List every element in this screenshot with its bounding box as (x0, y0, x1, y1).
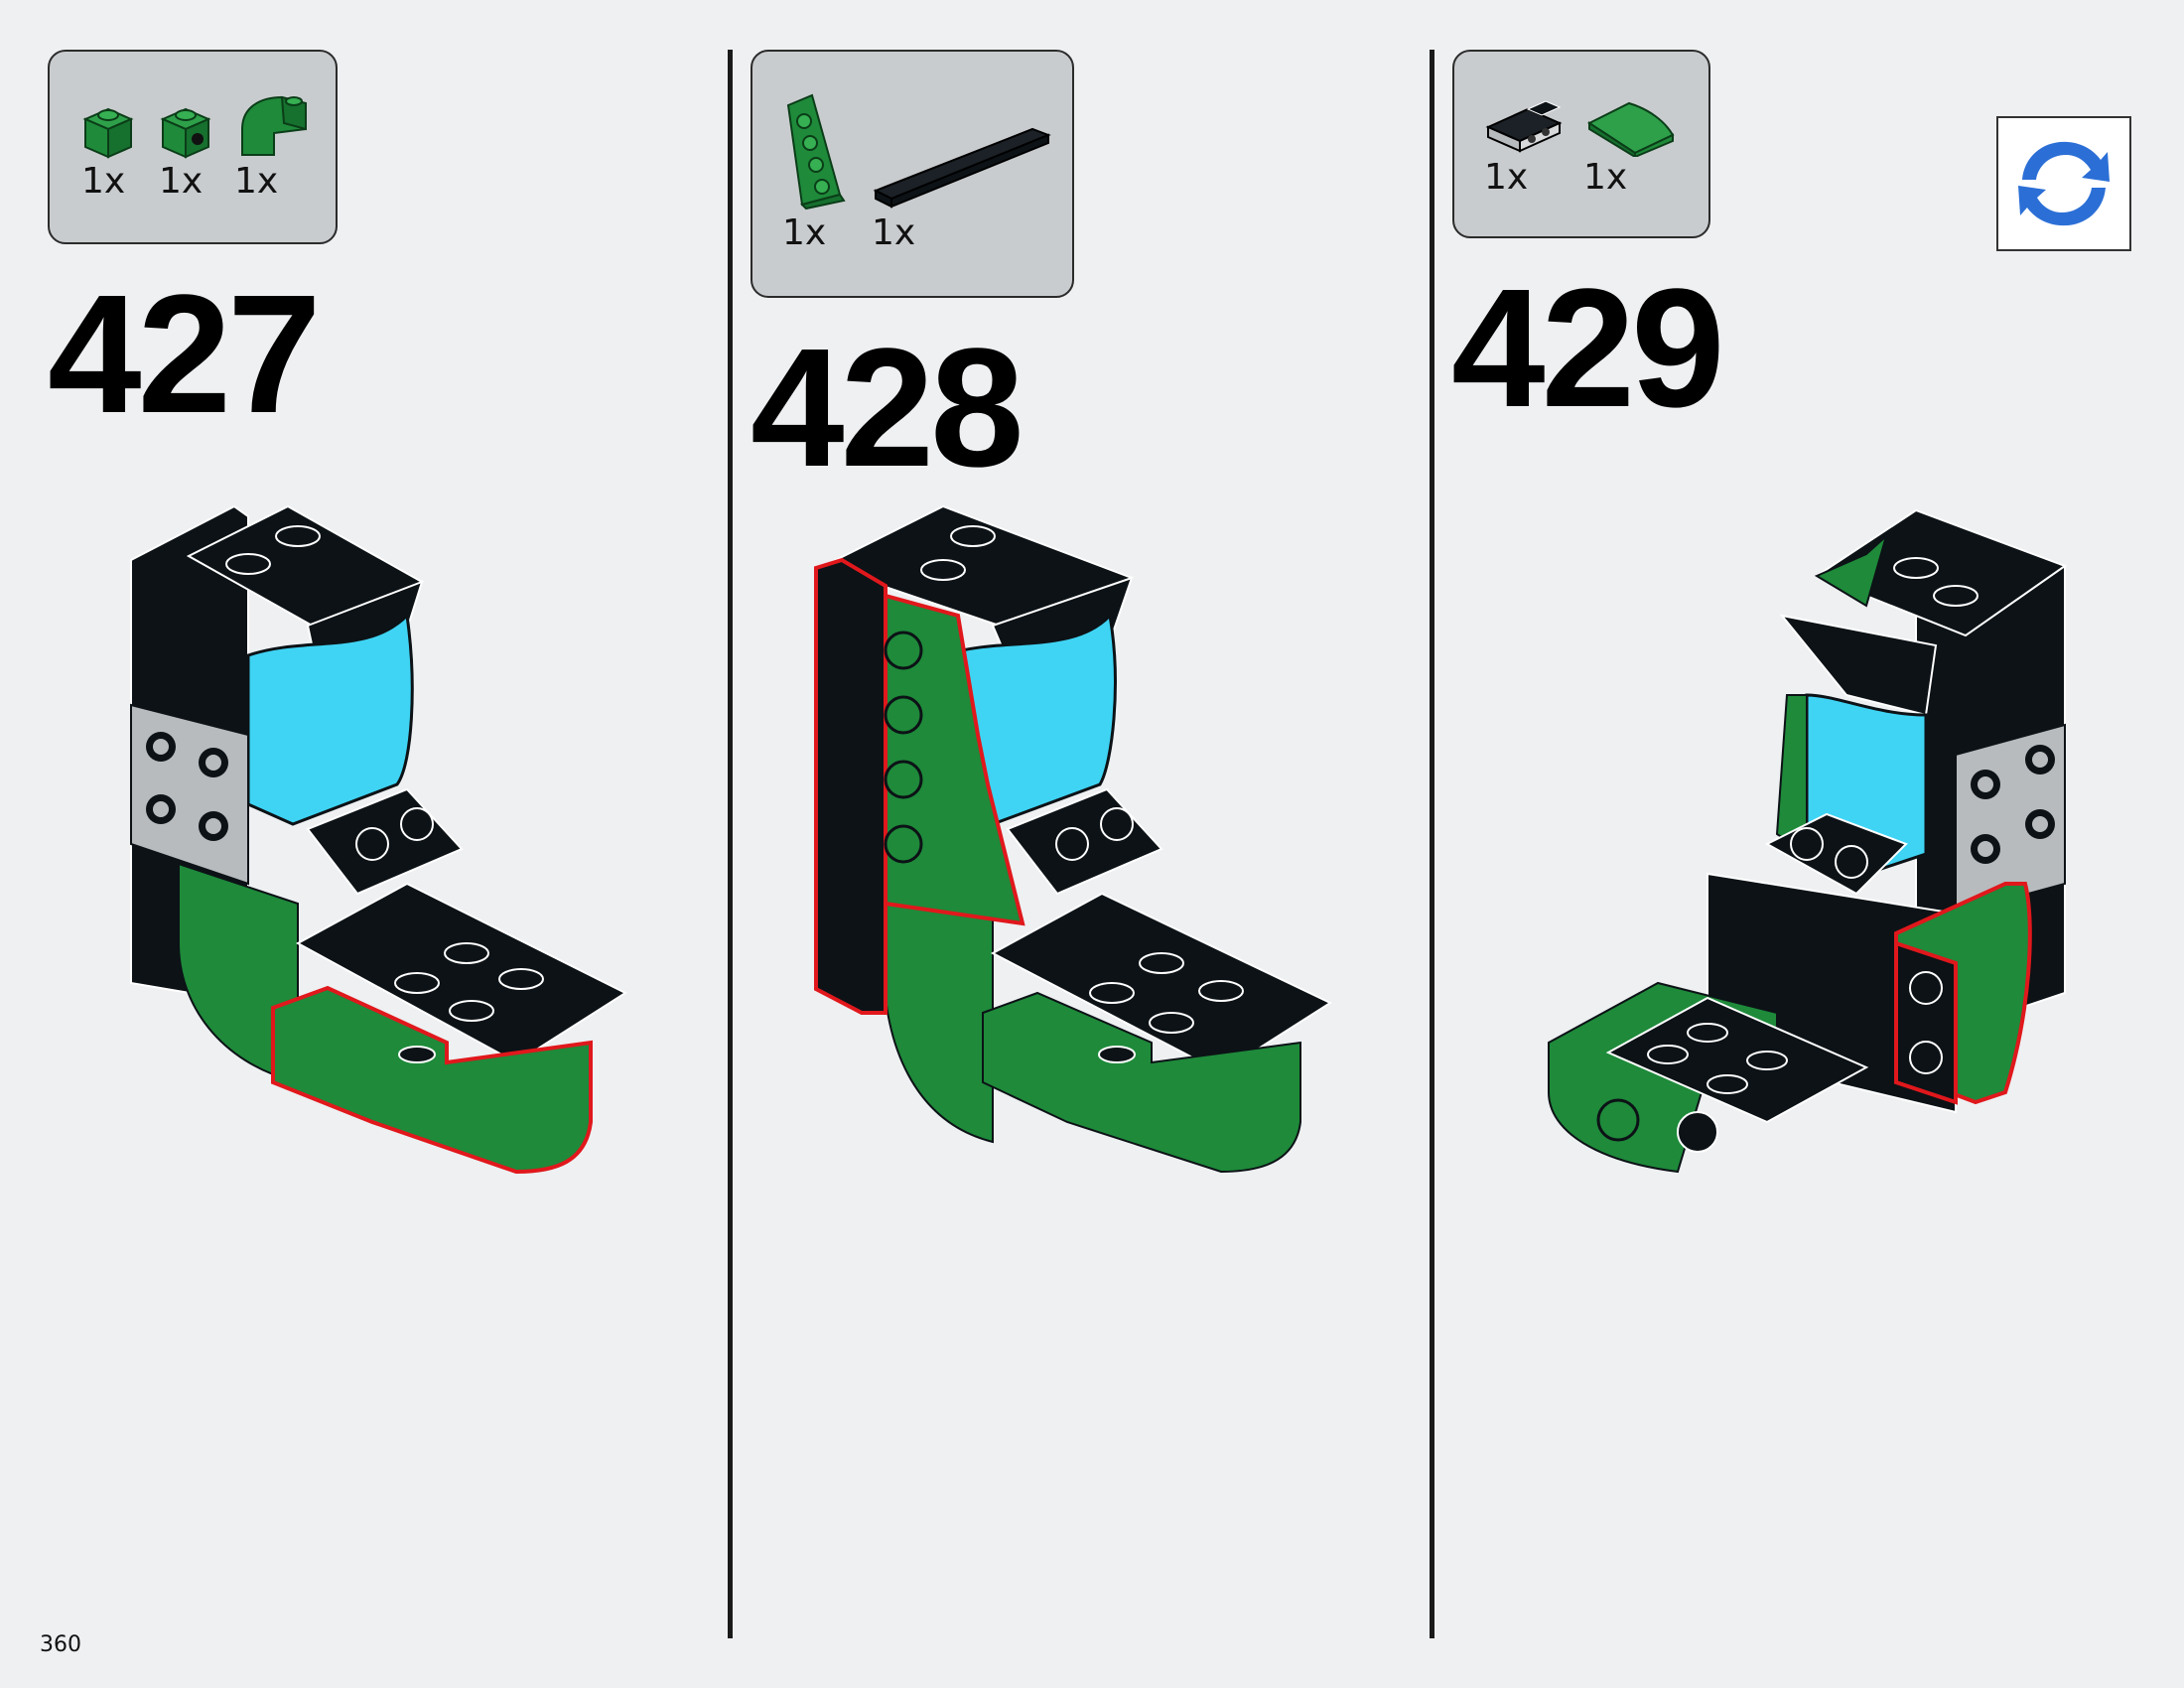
part-quantity: 1x (234, 161, 279, 202)
green-1x1-brick-with-side-stud-icon (160, 107, 211, 159)
parts-list-box: 1x 1x (751, 50, 1074, 298)
step-number: 428 (751, 314, 1024, 502)
part-quantity: 1x (782, 212, 827, 253)
column-divider-left (728, 50, 733, 1638)
black-long-tile-icon (873, 127, 1051, 209)
green-curved-slope-icon (241, 95, 307, 156)
step-number: 427 (48, 260, 322, 449)
step-number: 429 (1451, 254, 1725, 443)
part-quantity: 1x (159, 161, 204, 202)
column-divider-right (1430, 50, 1434, 1638)
model-assembly-illustration (814, 504, 1333, 1174)
part-quantity: 1x (872, 212, 916, 253)
green-curved-slope-icon (1586, 101, 1675, 157)
page-number: 360 (40, 1632, 81, 1657)
parts-list-box: 1x 1x (1452, 50, 1710, 238)
green-wedge-plate-icon (786, 93, 846, 211)
black-bracket-plate-icon (1485, 100, 1563, 153)
part-quantity: 1x (1583, 157, 1628, 198)
green-1x1-brick-icon (82, 107, 134, 159)
rotate-model-icon (2018, 141, 2110, 226)
model-assembly-illustration (1548, 508, 2068, 1174)
rotate-model-indicator (1996, 116, 2131, 251)
parts-list-box: 1x 1x 1x (48, 50, 338, 244)
part-quantity: 1x (1484, 157, 1529, 198)
model-assembly-illustration (130, 504, 628, 1175)
part-quantity: 1x (81, 161, 126, 202)
